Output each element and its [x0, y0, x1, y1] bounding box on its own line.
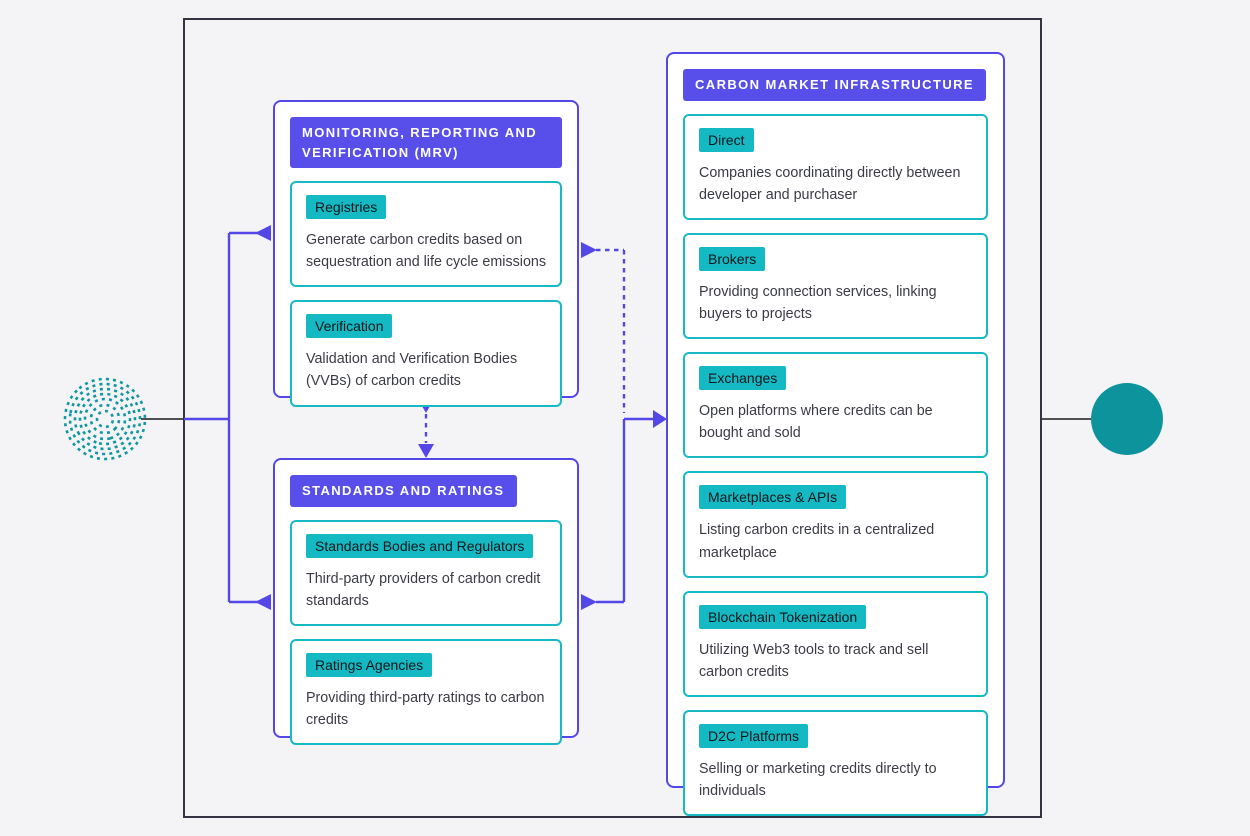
card-marketplaces-apis-label: Marketplaces & APIs: [699, 485, 847, 510]
card-verification-label: Verification: [306, 314, 393, 339]
card-direct-label: Direct: [699, 127, 754, 152]
card-blockchain-tokenization-label: Blockchain Tokenization: [699, 604, 867, 629]
card-direct-description: Companies coordinating directly between …: [699, 164, 961, 203]
spiral-icon: [63, 377, 147, 461]
card-verification-description: Validation and Verification Bodies (VVBs…: [306, 351, 518, 390]
card-ratings-agencies-description: Providing third-party ratings to carbon …: [306, 689, 545, 728]
arrowhead-standards-top: [418, 444, 434, 458]
card-exchanges-description: Open platforms where credits can be boug…: [699, 403, 933, 442]
card-brokers: Brokers Providing connection services, l…: [683, 232, 988, 340]
node-mrv: MONITORING, REPORTING AND VERIFICATION (…: [273, 100, 579, 407]
card-ratings-agencies: Ratings Agencies Providing third-party r…: [290, 638, 562, 746]
arrowhead-standards-left: [255, 594, 271, 610]
card-verification: Verification Validation and Verification…: [290, 300, 562, 407]
card-registries: Registries Generate carbon credits based…: [290, 181, 562, 288]
node-standards-title: STANDARDS AND RATINGS: [290, 475, 517, 507]
card-blockchain-tokenization: Blockchain Tokenization Utilizing Web3 t…: [683, 590, 988, 698]
card-brokers-label: Brokers: [699, 246, 766, 271]
arrowhead-mrv-left: [255, 225, 271, 241]
card-standards-bodies-description: Third-party providers of carbon credit s…: [306, 570, 541, 609]
card-marketplaces-apis: Marketplaces & APIs Listing carbon credi…: [683, 471, 988, 578]
node-mrv-title: MONITORING, REPORTING AND VERIFICATION (…: [290, 117, 562, 168]
card-standards-bodies: Standards Bodies and Regulators Third-pa…: [290, 519, 562, 626]
endpoint-circle-icon: [1091, 383, 1163, 455]
arrowhead-mrv-right: [581, 242, 597, 258]
card-exchanges: Exchanges Open platforms where credits c…: [683, 352, 988, 459]
card-registries-description: Generate carbon credits based on sequest…: [306, 232, 546, 271]
node-standards-ratings: STANDARDS AND RATINGS Standards Bodies a…: [273, 458, 579, 746]
card-direct: Direct Companies coordinating directly b…: [683, 113, 988, 220]
card-exchanges-label: Exchanges: [699, 366, 787, 391]
card-marketplaces-apis-description: Listing carbon credits in a centralized …: [699, 522, 935, 561]
card-standards-bodies-label: Standards Bodies and Regulators: [306, 533, 534, 558]
card-brokers-description: Providing connection services, linking b…: [699, 283, 937, 322]
card-ratings-agencies-label: Ratings Agencies: [306, 652, 433, 677]
arrowhead-into-market: [653, 410, 667, 428]
card-d2c-platforms: D2C Platforms Selling or marketing credi…: [683, 710, 988, 817]
node-carbon-market-infrastructure: CARBON MARKET INFRASTRUCTURE Direct Comp…: [666, 52, 1005, 817]
card-d2c-platforms-description: Selling or marketing credits directly to…: [699, 761, 937, 800]
purple-connectors: [184, 231, 653, 604]
card-blockchain-tokenization-description: Utilizing Web3 tools to track and sell c…: [699, 641, 929, 680]
card-d2c-platforms-label: D2C Platforms: [699, 724, 809, 749]
arrowhead-standards-right: [581, 594, 597, 610]
node-market-title: CARBON MARKET INFRASTRUCTURE: [683, 69, 986, 101]
card-registries-label: Registries: [306, 195, 387, 219]
